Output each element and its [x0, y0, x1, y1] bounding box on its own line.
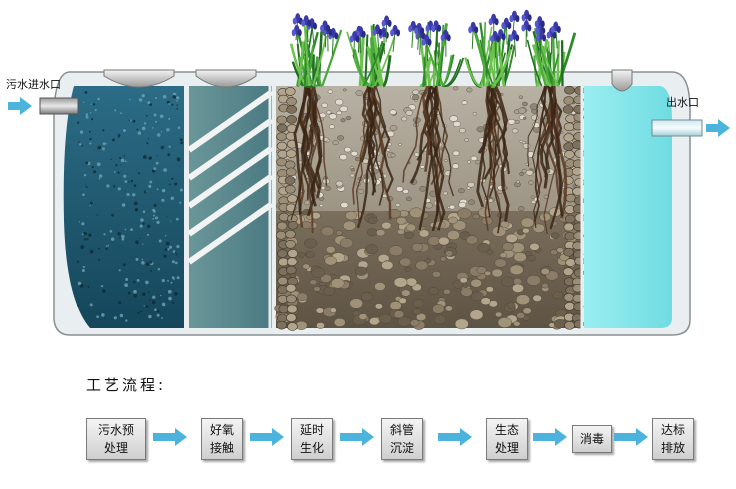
flow-arrow-icon	[438, 428, 472, 446]
inlet-arrow-icon	[8, 97, 32, 115]
inlet-label: 污水进水口	[6, 78, 61, 91]
inlet-pipe	[39, 97, 79, 115]
step-ecological-treatment: 生态 处理	[486, 418, 528, 460]
step-extended-biochem: 延时 生化	[291, 418, 333, 460]
outlet-label: 出水口	[666, 96, 699, 109]
outlet-arrow-icon	[706, 119, 730, 137]
aquatic-plants	[289, 9, 577, 89]
step-discharge: 达标 排放	[652, 418, 694, 460]
gravel-stones	[274, 85, 586, 331]
process-title: 工艺流程:	[86, 376, 167, 394]
step-pretreatment: 污水预 处理	[86, 418, 146, 460]
flow-arrow-icon	[250, 428, 284, 446]
aeration-bubbles	[76, 91, 184, 322]
raw-water-chamber	[63, 86, 184, 328]
clear-water-chamber	[584, 86, 672, 328]
flow-arrow-icon	[533, 428, 567, 446]
step-aerobic-contact: 好氧 接触	[201, 418, 243, 460]
flow-arrow-icon	[340, 428, 374, 446]
flow-arrow-icon	[614, 428, 648, 446]
manhole-cap-1	[103, 69, 175, 88]
step-disinfection: 消毒	[572, 425, 612, 453]
manhole-cap-2	[195, 69, 257, 88]
flow-arrow-icon	[153, 428, 187, 446]
step-inclined-settling: 斜管 沉淀	[381, 418, 423, 460]
vent-cap	[611, 69, 633, 92]
inclined-tubes	[187, 89, 274, 265]
outlet-pipe	[651, 119, 703, 137]
plant-roots	[290, 85, 568, 235]
